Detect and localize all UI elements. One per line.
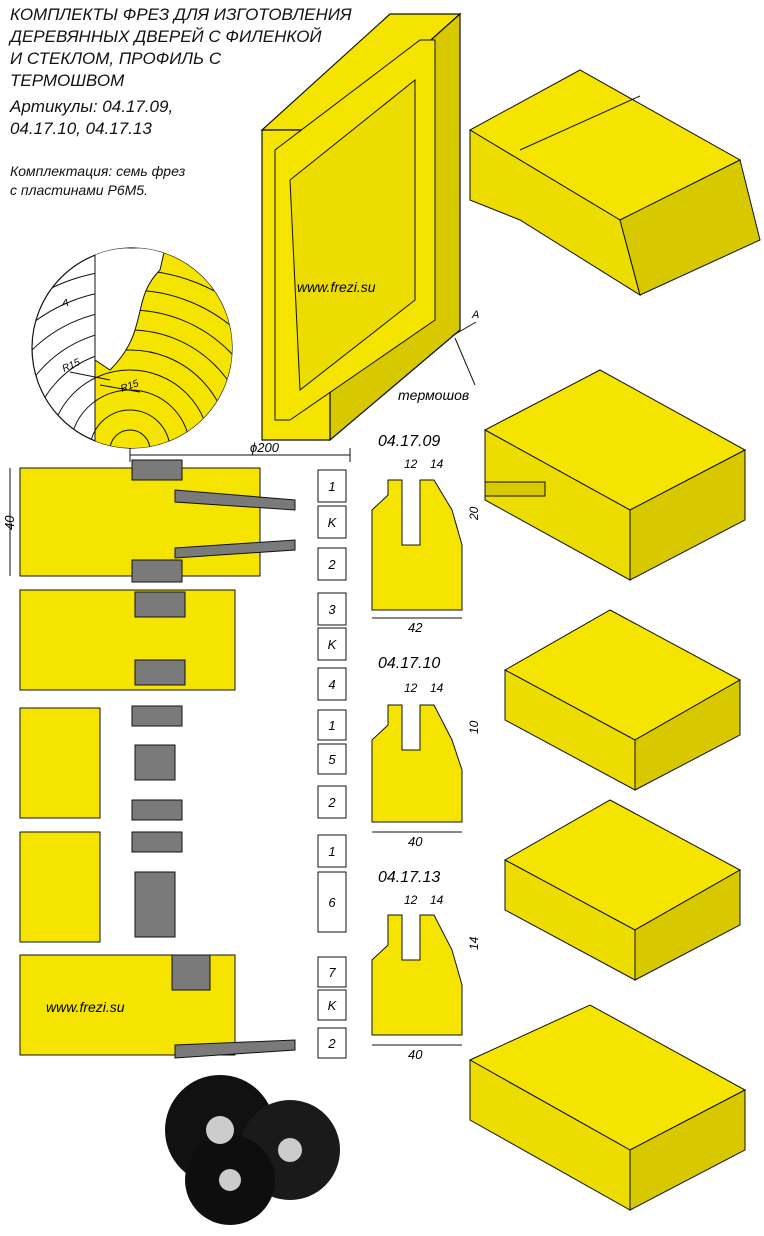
- profile-render-3: [503, 609, 742, 791]
- height-label: 40: [2, 515, 17, 530]
- profile-section-1: 04.17.09 42 12 14 20: [371, 433, 481, 635]
- cutter-label: 4: [328, 677, 335, 692]
- cutter-label: 1: [328, 844, 335, 859]
- profile-width-1: 42: [408, 620, 423, 635]
- cutter-photo: [165, 1075, 340, 1225]
- profile-dim-v-2: 10: [467, 720, 481, 734]
- cutter-label: 1: [328, 479, 335, 494]
- profile-section-3: 04.17.13 40 12 14 14: [371, 869, 481, 1062]
- profile-dim-a-3: 12: [404, 893, 418, 907]
- page-title: КОМПЛЕКТЫ ФРЕЗ ДЛЯ ИЗГОТОВЛЕНИЯ ДЕРЕВЯНН…: [10, 5, 352, 90]
- article-numbers: Артикулы: 04.17.09, 04.17.10, 04.17.13: [10, 97, 174, 138]
- cutter-label: K: [328, 515, 338, 530]
- watermark-door: www.frezi.su: [297, 279, 376, 295]
- diameter-label: ϕ200: [250, 440, 280, 455]
- cutter-label: 1: [328, 718, 335, 733]
- profile-dim-v-1: 20: [467, 506, 481, 521]
- profile-render-4: [503, 799, 742, 981]
- profile-width-2: 40: [408, 834, 423, 849]
- profile-dim-b-1: 14: [430, 457, 444, 471]
- section-marker: A: [471, 309, 479, 321]
- profile-code-2: 04.17.10: [378, 655, 440, 672]
- profile-dim-b-2: 14: [430, 681, 444, 695]
- cutter-label: 3: [328, 602, 336, 617]
- profile-width-3: 40: [408, 1047, 423, 1062]
- kit-description: Комплектация: семь фрез с пластинами Р6М…: [10, 163, 186, 198]
- profile-render-1: [468, 69, 761, 297]
- cutter-label: 2: [327, 1036, 336, 1051]
- cutter-label: 5: [328, 752, 336, 767]
- cutter-label: 7: [328, 965, 336, 980]
- profile-dim-v-3: 14: [467, 936, 481, 950]
- cutter-label: K: [328, 637, 338, 652]
- profile-code-3: 04.17.13: [378, 869, 440, 886]
- cutter-label: 6: [328, 895, 336, 910]
- profile-dim-a-2: 12: [404, 681, 418, 695]
- detail-view-label: A: [61, 298, 69, 309]
- cutter-label: 2: [327, 557, 336, 572]
- profile-code-1: 04.17.09: [378, 433, 440, 450]
- cutter-label: K: [328, 998, 338, 1013]
- thermo-seam-label: термошов: [398, 387, 469, 403]
- watermark-stack: www.frezi.su: [46, 999, 125, 1015]
- profile-dim-a-1: 12: [404, 457, 418, 471]
- profile-render-5: [468, 1004, 747, 1211]
- cutter-label: 2: [327, 795, 336, 810]
- profile-dim-b-3: 14: [430, 893, 444, 907]
- cutter-stack: ϕ200 40: [2, 440, 351, 1059]
- door-illustration: www.frezi.su A термошов: [260, 12, 479, 442]
- profile-render-2: [483, 369, 747, 581]
- profile-section-2: 04.17.10 40 12 14 10: [371, 655, 481, 849]
